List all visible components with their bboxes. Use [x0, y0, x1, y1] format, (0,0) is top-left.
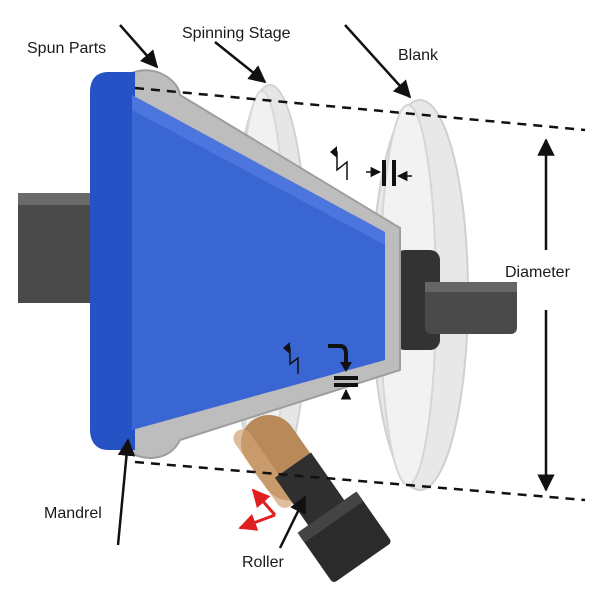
label-mandrel: Mandrel [44, 505, 102, 522]
axial-feed-icon [330, 146, 348, 180]
roller [233, 414, 391, 582]
label-diameter: Diameter [505, 264, 571, 281]
leader-lines [116, 24, 412, 549]
radial-feed-icon [283, 342, 358, 400]
right-shaft [395, 250, 517, 350]
label-spinning-stage: Spinning Stage [182, 25, 291, 42]
label-blank: Blank [398, 47, 439, 64]
label-roller: Roller [242, 554, 284, 571]
diameter-guides [134, 86, 586, 502]
motion-arrows-icon [238, 488, 277, 531]
label-spun-parts: Spun Parts [27, 40, 106, 57]
thickness-arrows-icon [366, 160, 412, 186]
mandrel [90, 72, 385, 450]
